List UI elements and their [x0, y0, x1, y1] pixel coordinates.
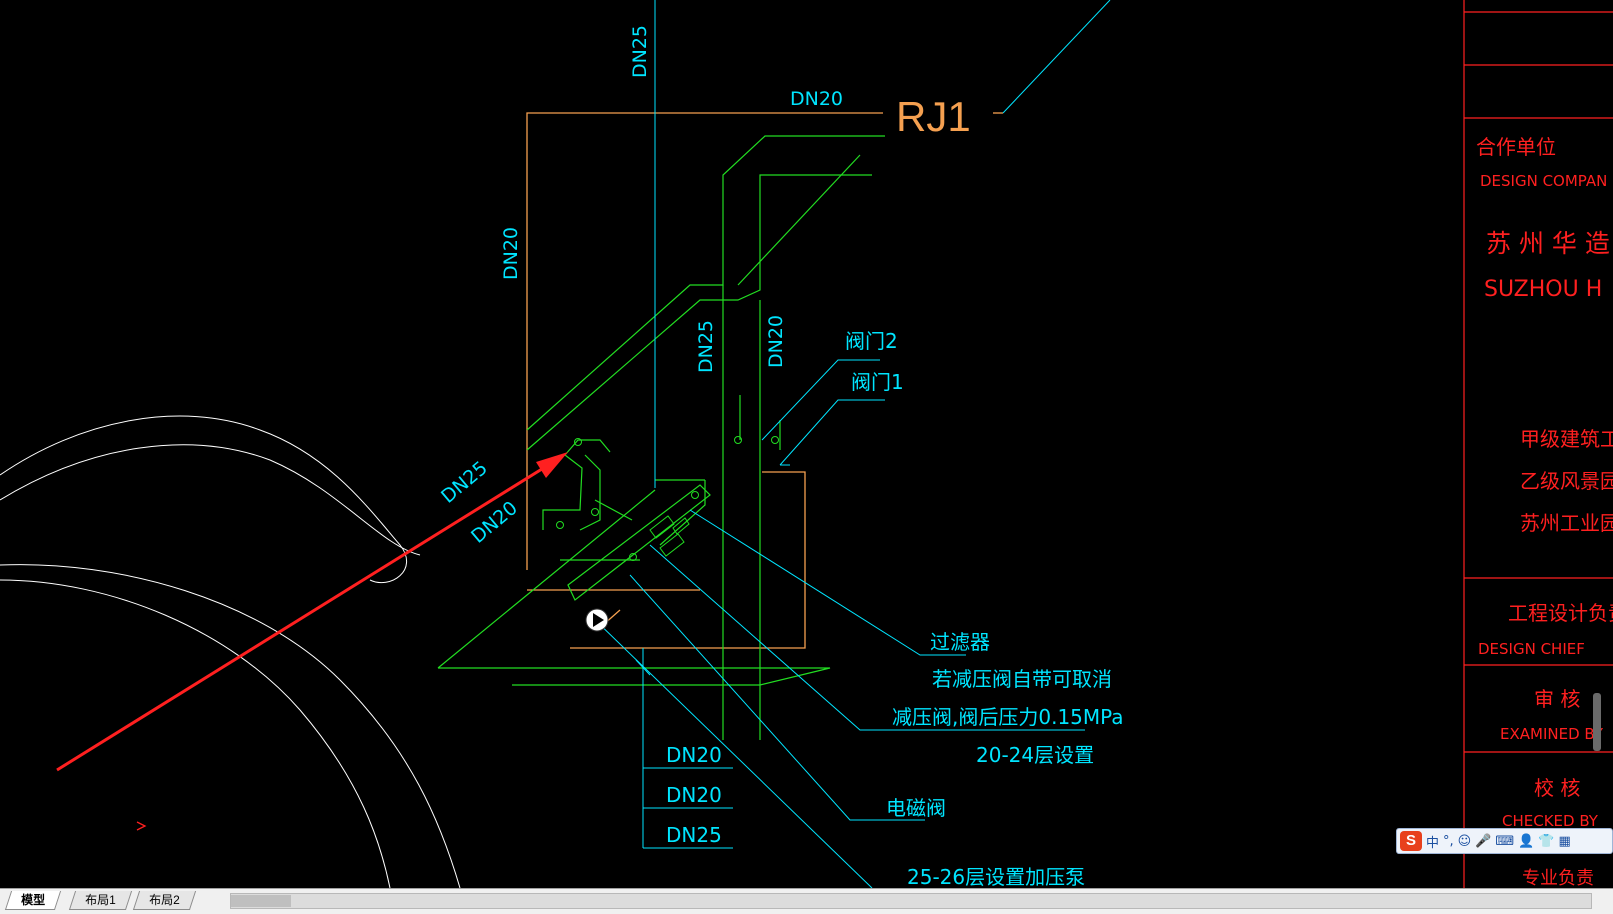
green-pipes [437, 135, 885, 740]
label-top-riser: DN25 [629, 25, 651, 78]
tab-layout1[interactable]: 布局1 [68, 891, 132, 910]
emoji-icon[interactable]: ☺ [1457, 833, 1472, 849]
legend-row-2: DN20 [666, 783, 722, 807]
cad-drawing[interactable]: RJ1 DN25 DN20 DN20 DN25 DN20 DN25 DN20 阀… [0, 0, 1613, 888]
callout-valve2: 阀门2 [845, 329, 898, 353]
callout-filter: 过滤器 [930, 630, 990, 654]
drawing-viewport[interactable]: RJ1 DN25 DN20 DN20 DN25 DN20 DN25 DN20 阀… [0, 0, 1613, 888]
legend-row-3: DN25 [666, 823, 722, 847]
callout-note-prv: 若减压阀自带可取消 [932, 667, 1112, 691]
horizontal-scroll-thumb[interactable] [231, 895, 291, 907]
callout-prv: 减压阀,阀后压力0.15MPa [892, 705, 1124, 729]
sogou-logo-icon[interactable]: S [1400, 831, 1422, 851]
ime-mode-toggle[interactable]: 中 [1426, 835, 1440, 851]
ime-punct-toggle[interactable]: °, [1443, 833, 1454, 849]
label-right-riser: DN20 [765, 315, 787, 368]
callout-floors-25-26: 25-26层设置加压泵 [907, 865, 1085, 888]
label-left-vertical: DN20 [500, 227, 522, 280]
legend-row-1: DN20 [666, 743, 722, 767]
tb-qual3: 苏州工业园 [1520, 511, 1613, 535]
white-curves [0, 415, 461, 888]
riser-label: RJ1 [896, 93, 971, 140]
label-center-riser: DN25 [695, 320, 717, 373]
play-icon[interactable] [585, 608, 609, 632]
orange-pipes [526, 112, 1003, 649]
callout-valve1: 阀门1 [851, 370, 904, 394]
valve-symbols [556, 436, 779, 561]
tab-model[interactable]: 模型 [4, 891, 62, 910]
tb-specialty-cn: 专业负责 [1522, 868, 1594, 888]
tb-chief-cn: 工程设计负责 [1508, 601, 1613, 625]
tb-qual1: 甲级建筑工 [1520, 427, 1613, 451]
tab-layout2[interactable]: 布局2 [132, 891, 196, 910]
tb-partner-cn: 合作单位 [1476, 135, 1556, 159]
tb-examined-cn: 审 核 [1534, 687, 1580, 711]
layout-tab-bar: 模型 布局1 布局2 [0, 888, 1613, 914]
label-diag-lower: DN20 [467, 497, 522, 548]
ime-toolbar[interactable]: S 中 °, ☺ 🎤 ⌨ 👤 👕 ▦ [1396, 828, 1613, 854]
horizontal-scrollbar[interactable] [230, 893, 1592, 909]
grid-icon[interactable]: ▦ [1558, 833, 1571, 849]
user-icon[interactable]: 👤 [1518, 833, 1535, 849]
tb-company-cn: 苏 州 华 造 [1486, 229, 1610, 258]
tb-company-en: SUZHOU H [1484, 277, 1602, 302]
cyan-lines [589, 0, 1111, 888]
mic-icon[interactable]: 🎤 [1475, 833, 1492, 849]
callout-floors-20-24: 20-24层设置 [976, 743, 1094, 767]
red-arrow [56, 452, 568, 831]
cad-text-layer: RJ1 DN25 DN20 DN20 DN25 DN20 DN25 DN20 阀… [437, 25, 1613, 888]
tb-examined-en: EXAMINED BY [1500, 725, 1604, 743]
tb-partner-en: DESIGN COMPAN [1480, 172, 1607, 190]
tb-checked-cn: 校 核 [1534, 776, 1580, 800]
keyboard-icon[interactable]: ⌨ [1495, 833, 1515, 849]
tb-checked-en: CHECKED BY [1502, 812, 1599, 830]
callout-solenoid: 电磁阀 [886, 796, 946, 820]
tb-qual2: 乙级风景园 [1520, 469, 1613, 493]
tb-chief-en: DESIGN CHIEF [1478, 640, 1585, 658]
shirt-icon[interactable]: 👕 [1538, 833, 1555, 849]
label-top-horizontal: DN20 [790, 88, 843, 110]
vertical-scroll-handle[interactable] [1593, 693, 1601, 751]
label-diag-upper: DN25 [437, 457, 492, 508]
